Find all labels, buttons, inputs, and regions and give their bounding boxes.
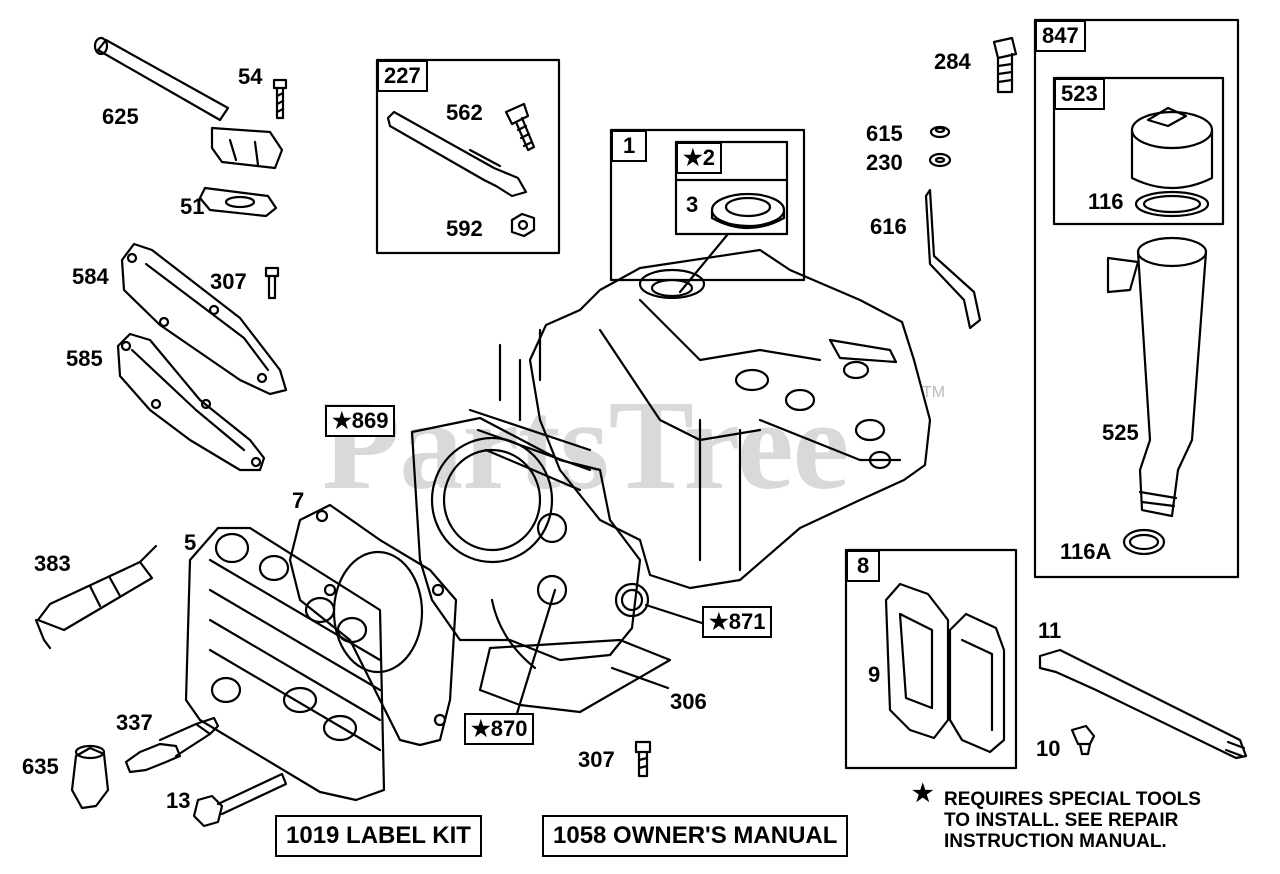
breather-cover-part: [948, 612, 1006, 754]
owners-manual-1058: 1058 OWNER'S MANUAL: [542, 815, 849, 857]
box-523: 523: [1054, 78, 1105, 110]
screw-307b-part: [634, 740, 652, 778]
label-307a: 307: [210, 269, 247, 294]
gasket-51-part: [198, 186, 278, 218]
box-star-871: ★871: [702, 606, 773, 638]
label-11: 11: [1038, 618, 1062, 643]
leader-306: [610, 666, 670, 690]
box-227-outline: [375, 58, 561, 255]
label-51: 51: [180, 194, 205, 219]
label-5: 5: [184, 530, 197, 555]
washer-230-part: [928, 152, 952, 168]
label-3: 3: [686, 192, 699, 217]
label-616: 616: [870, 214, 907, 239]
box-star-870: ★870: [464, 713, 535, 745]
label-116A: 116A: [1060, 539, 1112, 564]
label-306: 306: [670, 689, 707, 714]
label-585: 585: [66, 346, 103, 371]
label-562: 562: [446, 100, 483, 125]
trademark-mark: TM: [922, 384, 946, 401]
screw-10-part: [1070, 724, 1096, 756]
label-116: 116: [1088, 189, 1124, 214]
box-227: 227: [377, 60, 428, 92]
label-615: 615: [866, 121, 903, 146]
label-625: 625: [102, 104, 139, 129]
seal-116A-part: [1122, 528, 1166, 556]
leader-870: [513, 588, 557, 722]
nut-615-part: [929, 125, 951, 139]
wrench-part: [386, 110, 528, 198]
cap-523-part: [1130, 106, 1214, 190]
box-1: 1: [611, 130, 648, 162]
note-line-1: REQUIRES SPECIAL TOOLS: [944, 789, 1201, 810]
tube-11-part: [1038, 648, 1248, 760]
note-line-3: INSTRUCTION MANUAL.: [944, 831, 1167, 852]
bolt-13-part: [192, 772, 288, 828]
spark-plug-337-part: [124, 716, 220, 774]
label-307b: 307: [578, 747, 615, 772]
note-star-icon: ★: [912, 780, 934, 807]
seal-3-part: [710, 192, 786, 229]
label-13: 13: [166, 788, 191, 813]
watermark: PartsTree: [322, 374, 849, 516]
cylinder-head-5-part: [184, 526, 386, 802]
label-383: 383: [34, 551, 71, 576]
seal-116-part: [1134, 190, 1210, 218]
box-847: 847: [1035, 20, 1086, 52]
label-525: 525: [1102, 420, 1139, 445]
label-284: 284: [934, 49, 971, 74]
box-847-outline: [1033, 18, 1240, 579]
label-592: 592: [446, 216, 483, 241]
label-9: 9: [868, 662, 881, 687]
box-star-2: ★2: [676, 142, 722, 174]
plate-306-part: [478, 598, 672, 714]
special-tools-note: REQUIRES SPECIAL TOOLS TO INSTALL. SEE R…: [944, 789, 1201, 852]
label-230: 230: [866, 150, 903, 175]
leader-871: [644, 603, 710, 627]
screw-54-part: [272, 78, 288, 120]
label-10: 10: [1036, 736, 1061, 761]
screw-562-part: [504, 102, 536, 152]
box-1-outline: [609, 128, 806, 282]
label-kit-1019: 1019 LABEL KIT: [275, 815, 482, 857]
label-54: 54: [238, 64, 263, 89]
head-gasket-7-part: [288, 503, 458, 747]
screw-307a-part: [264, 266, 280, 300]
gasket-584-part: [120, 242, 288, 396]
nut-592-part: [510, 212, 536, 238]
plug-284-part: [992, 36, 1018, 94]
rod-616-part: [924, 188, 982, 330]
box-8: 8: [846, 550, 881, 582]
tube-525-part: [1106, 236, 1208, 518]
box-star-869: ★869: [325, 405, 396, 437]
label-584: 584: [72, 264, 109, 289]
box-8-outline: [844, 548, 1018, 770]
gasket-585-part: [116, 332, 266, 472]
cylinder-part: [410, 328, 650, 662]
label-7: 7: [292, 488, 305, 513]
wire-383-part: [34, 544, 158, 650]
boot-635-part: [70, 744, 110, 810]
note-line-2: TO INSTALL. SEE REPAIR: [944, 810, 1179, 831]
breather-tube-part: [93, 36, 284, 170]
label-337: 337: [116, 710, 153, 735]
gasket-9-part: [884, 582, 950, 740]
label-635: 635: [22, 754, 59, 779]
crankcase-part: [528, 248, 932, 590]
